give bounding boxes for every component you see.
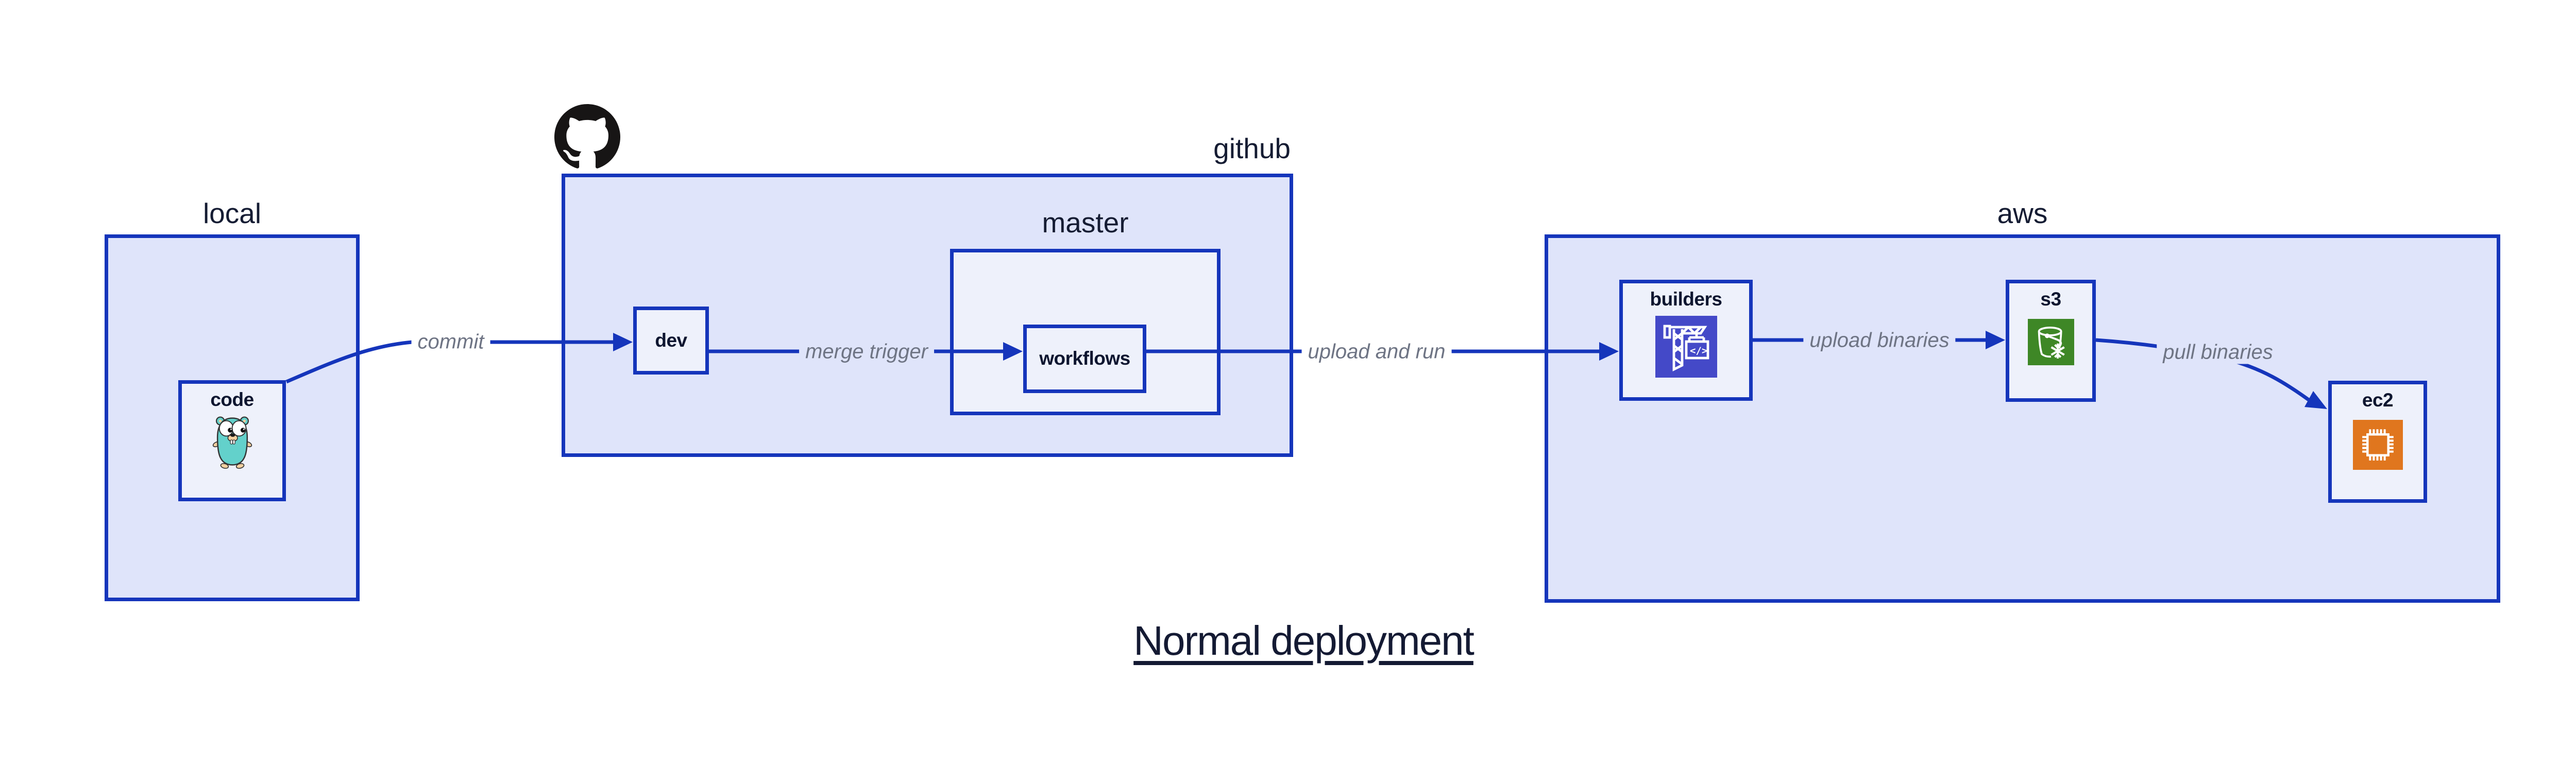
go-gopher-icon — [212, 416, 252, 469]
node-label-ec2: ec2 — [2362, 389, 2394, 411]
codebuild-code-glyph: </> — [1690, 345, 1707, 356]
edge-label-upload-and-run: upload and run — [1301, 340, 1452, 364]
node-label-workflows: workflows — [1039, 348, 1130, 369]
edge-label-merge-trigger: merge trigger — [799, 340, 934, 364]
edge-label-upload-binaries: upload binaries — [1803, 329, 1956, 352]
node-label-code: code — [210, 389, 254, 410]
aws-codebuild-icon: </> — [1655, 315, 1717, 378]
arrowhead-ec2 — [2304, 391, 2327, 409]
github-octocat-logo-icon — [554, 104, 620, 168]
node-s3: s3 — [2006, 280, 2096, 402]
arrowhead-s3 — [1986, 331, 2005, 349]
diagram-title: Normal deployment — [1133, 618, 1475, 664]
container-label-aws: aws — [1997, 197, 2048, 229]
aws-ec2-icon — [2352, 419, 2403, 470]
arrowhead-workflows — [1003, 342, 1023, 361]
edge-arrowheads — [613, 331, 2327, 409]
node-builders: builders </> — [1619, 280, 1753, 401]
container-label-github: github — [1213, 132, 1291, 164]
node-code: code — [178, 380, 286, 501]
container-label-master: master — [1042, 207, 1129, 239]
node-label-dev: dev — [655, 329, 687, 351]
arrowhead-dev — [613, 333, 633, 351]
edge-label-commit: commit — [411, 330, 490, 354]
node-label-builders: builders — [1650, 288, 1722, 310]
edge-label-pull-binaries: pull binaries — [2157, 341, 2279, 364]
node-ec2: ec2 — [2328, 381, 2427, 503]
edge-commit — [285, 340, 613, 384]
node-label-s3: s3 — [2040, 288, 2061, 310]
node-dev: dev — [633, 307, 709, 375]
arrowhead-builders — [1599, 342, 1619, 361]
aws-s3-glacier-icon — [2027, 318, 2074, 365]
container-label-local: local — [202, 197, 262, 229]
node-workflows: workflows — [1023, 325, 1146, 393]
